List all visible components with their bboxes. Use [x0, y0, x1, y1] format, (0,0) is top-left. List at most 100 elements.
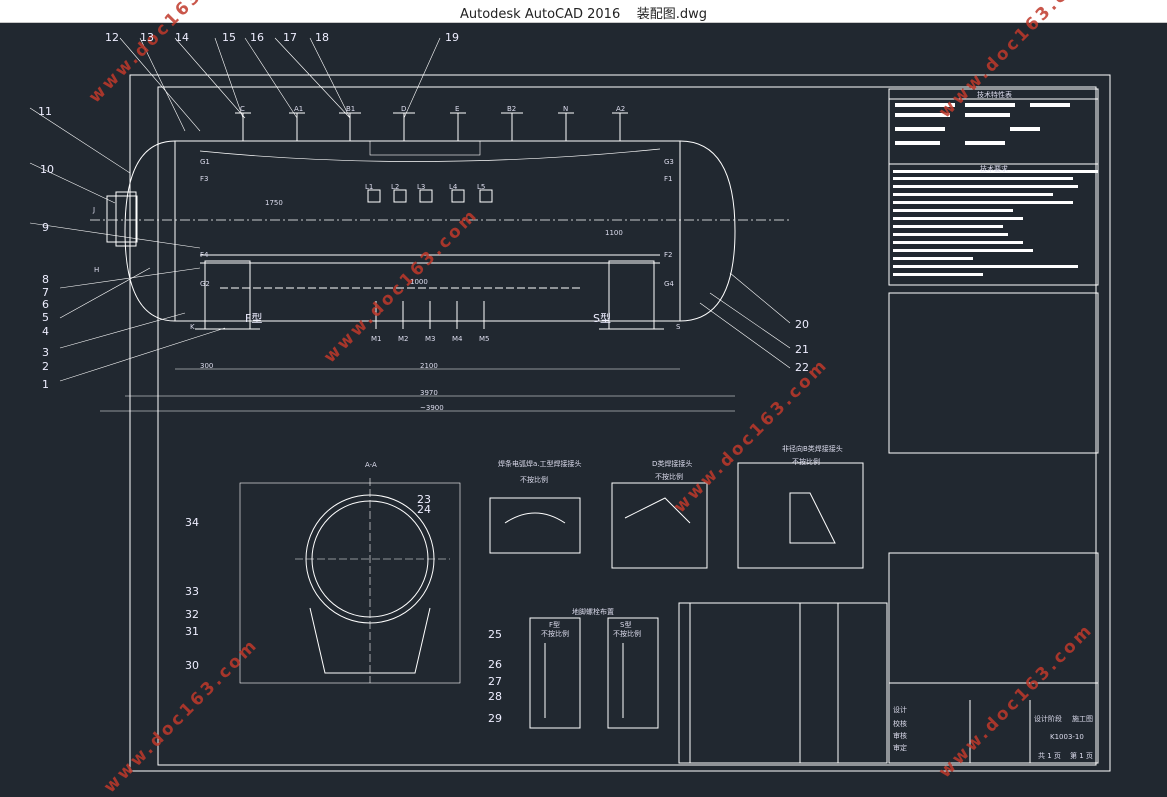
nozzle-label: L2 [391, 183, 400, 191]
callout: 5 [42, 311, 49, 324]
title-row: 设计 [893, 706, 907, 714]
saddle-s-label: S型 [593, 312, 611, 325]
callout: 34 [185, 516, 199, 529]
callout: 3 [42, 346, 49, 359]
saddle-detail-s: S型 [620, 621, 632, 629]
dimension: 300 [200, 362, 214, 370]
nozzle-label: D [401, 105, 407, 113]
nozzle-label: S [676, 323, 681, 331]
callout: 21 [795, 343, 809, 356]
design-stage-label: 设计阶段 [1034, 715, 1062, 723]
callout: 7 [42, 286, 49, 299]
nozzle-label: G4 [664, 280, 674, 288]
saddle-f-label: F型 [245, 312, 263, 325]
callout: 15 [222, 31, 236, 44]
weld-detail-title: 焊条电弧焊a.工型焊接接头 [498, 460, 582, 468]
tech-req-header: 技术要求 [980, 165, 1008, 173]
nozzle-label: M1 [371, 335, 382, 343]
nozzle-label: B2 [507, 105, 517, 113]
dimension: 2100 [420, 362, 438, 370]
dimension: ~3900 [420, 404, 444, 412]
callout: 32 [185, 608, 199, 621]
scale-note: 不按比例 [792, 458, 820, 466]
nozzle-label: M3 [425, 335, 436, 343]
nozzle-label: K [190, 323, 195, 331]
nozzle-label: A1 [294, 105, 304, 113]
cad-drawing [29, 37, 1111, 772]
callout: 29 [488, 712, 502, 725]
scale-note: 不按比例 [655, 473, 683, 481]
dimension: 1750 [265, 199, 283, 207]
nozzle-label: F3 [200, 175, 209, 183]
saddle-detail-title: 地脚螺栓布置 [572, 608, 614, 616]
nozzle-label: F4 [200, 251, 209, 259]
callout: 10 [40, 163, 54, 176]
callout: 8 [42, 273, 49, 286]
callout: 17 [283, 31, 297, 44]
nozzle-label: C [240, 105, 245, 113]
design-stage: 施工图 [1072, 715, 1093, 723]
callout: 4 [42, 325, 49, 338]
nozzle-label: L4 [449, 183, 458, 191]
callout: 1 [42, 378, 49, 391]
callout: 11 [38, 105, 52, 118]
title-row: 校核 [893, 720, 907, 728]
callout: 31 [185, 625, 199, 638]
callout: 26 [488, 658, 502, 671]
window-title: Autodesk AutoCAD 2016 装配图.dwg [0, 3, 1167, 22]
nozzle-label: E [455, 105, 460, 113]
callout: 12 [105, 31, 119, 44]
callout: 23 [417, 493, 431, 506]
callout: 28 [488, 690, 502, 703]
callout: 14 [175, 31, 189, 44]
sheet-number: 第 1 页 [1070, 752, 1093, 760]
nozzle-label: L5 [477, 183, 486, 191]
scale-note: 不按比例 [541, 630, 569, 638]
nozzle-label: F1 [664, 175, 673, 183]
nozzle-label: F2 [664, 251, 673, 259]
drawing-number: K1003-10 [1050, 733, 1084, 741]
weld-detail-title: 非径向B类焊接接头 [782, 445, 843, 453]
scale-note: 不按比例 [520, 476, 548, 484]
callout: 25 [488, 628, 502, 641]
app-name: Autodesk AutoCAD 2016 [459, 7, 621, 22]
nozzle-label: M5 [479, 335, 490, 343]
title-bar: Autodesk AutoCAD 2016 装配图.dwg [0, 0, 1167, 23]
dimension: 3970 [420, 389, 438, 397]
nozzle-label: M2 [398, 335, 409, 343]
sheet-total: 共 1 页 [1038, 752, 1061, 760]
callout: 33 [185, 585, 199, 598]
callout: 6 [42, 298, 49, 311]
weld-detail-title: D类焊接接头 [652, 460, 693, 468]
callout: 24 [417, 503, 431, 516]
nozzle-label: G3 [664, 158, 674, 166]
nozzle-label: G2 [200, 280, 210, 288]
nozzle-label: G1 [200, 158, 210, 166]
nozzle-label: A2 [616, 105, 626, 113]
section-title: A-A [365, 461, 377, 469]
callout: 16 [250, 31, 264, 44]
callout: 18 [315, 31, 329, 44]
callout: 27 [488, 675, 502, 688]
dimension: 1100 [605, 229, 623, 237]
nozzle-label: M4 [452, 335, 463, 343]
nozzle-label: J [93, 206, 96, 214]
callout: 13 [140, 31, 154, 44]
scale-note: 不按比例 [613, 630, 641, 638]
tech-char-header: 技术特性表 [977, 91, 1012, 99]
nozzle-label: H [94, 266, 100, 274]
nozzle-label: N [563, 105, 569, 113]
callout: 2 [42, 360, 49, 373]
title-row: 审核 [893, 732, 907, 740]
callout: 22 [795, 361, 809, 374]
nozzle-label: L3 [417, 183, 426, 191]
title-row: 审定 [893, 744, 907, 752]
nozzle-label: B1 [346, 105, 356, 113]
dimension: 1000 [410, 278, 428, 286]
callout: 9 [42, 221, 49, 234]
file-name: 装配图.dwg [636, 7, 708, 22]
callout: 30 [185, 659, 199, 672]
callout: 19 [445, 31, 459, 44]
callout: 20 [795, 318, 809, 331]
